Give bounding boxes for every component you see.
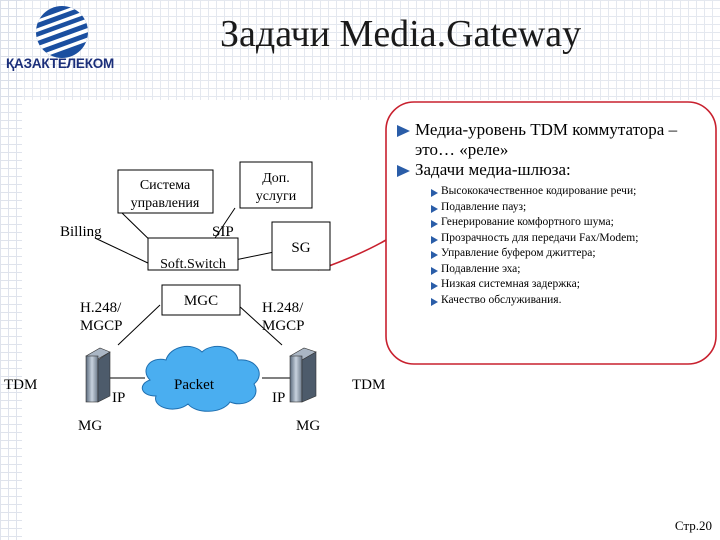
grid-strip: [0, 0, 22, 540]
kazakhtelecom-logo: [36, 6, 88, 58]
triangle-bullet-icon: [431, 235, 438, 244]
mgc-label: MGC: [184, 293, 218, 309]
packet-cloud-icon: [141, 345, 260, 412]
extra-services-label-2: услуги: [256, 189, 297, 204]
triangle-bullet-icon: [431, 297, 438, 306]
list-item: Высококачественное кодирование речи;: [431, 184, 715, 200]
triangle-bullet-icon: [431, 266, 438, 275]
page-number: Стр.20: [674, 518, 712, 533]
mg-left-server-icon: [85, 347, 111, 403]
arrow-bullet-icon: [397, 165, 410, 177]
list-item: Прозрачность для передачи Fax/Modem;: [431, 231, 715, 247]
extra-services-box: [239, 161, 313, 209]
list-item: Качество обслуживания.: [431, 293, 715, 309]
billing-label: Billing: [60, 224, 102, 240]
line-billing-softswitch: [94, 237, 151, 265]
header-band: [0, 0, 720, 100]
h248-right-label-2: MGCP: [262, 318, 305, 334]
list-item: Подавление эха;: [431, 262, 715, 278]
softswitch-label: Soft.Switch: [160, 257, 226, 272]
packet-label: Packet: [174, 377, 215, 393]
system-control-label-1: Система: [140, 178, 191, 193]
mg-left-label: MG: [78, 418, 102, 434]
h248-right-label-1: H.248/: [262, 300, 304, 316]
line-mgc-mg-right: [237, 304, 283, 346]
logo-text: ҚАЗАКТЕЛЕКОМ: [6, 56, 115, 71]
list-item: Подавление пауз;: [431, 200, 715, 216]
system-control-box: [117, 169, 214, 214]
triangle-bullet-icon: [431, 204, 438, 213]
h248-left-label-1: H.248/: [80, 300, 122, 316]
tdm-left-label: TDM: [4, 377, 37, 393]
mg-right-label: MG: [296, 418, 320, 434]
sip-label: SIP: [212, 224, 234, 240]
list-item: Управление буфером джиттера;: [431, 246, 715, 262]
tdm-right-label: TDM: [352, 377, 385, 393]
softswitch-box: [147, 237, 239, 271]
callout-item-2: Задачи медиа-шлюза:: [395, 160, 715, 180]
callout-item-1: Медиа-уровень TDM коммутатора – это… «ре…: [395, 120, 715, 160]
ip-right-label: IP: [272, 390, 285, 406]
triangle-bullet-icon: [431, 220, 438, 228]
arrow-bullet-icon: [397, 125, 410, 137]
callout-box: [385, 101, 717, 365]
media-gateway-tasks-list: Высококачественное кодирование речи; Под…: [431, 184, 715, 308]
ip-left-label: IP: [112, 390, 125, 406]
extra-services-label-1: Доп.: [262, 171, 290, 186]
list-item: Генерирование комфортного шума;: [431, 215, 715, 231]
triangle-bullet-icon: [431, 251, 438, 259]
h248-left-label-2: MGCP: [80, 318, 123, 334]
mgc-box: [161, 284, 241, 316]
page-title: Задачи Media.Gateway: [220, 13, 582, 55]
line-softswitch-sg: [234, 251, 275, 261]
triangle-bullet-icon: [431, 189, 438, 197]
mg-right-server-icon: [289, 347, 317, 403]
sg-label: SG: [291, 240, 310, 256]
line-mgc-mg-left: [117, 304, 161, 346]
system-control-label-2: управления: [131, 196, 200, 211]
sg-box: [271, 221, 331, 271]
callout-content: Медиа-уровень TDM коммутатора – это… «ре…: [395, 120, 715, 308]
triangle-bullet-icon: [431, 282, 438, 290]
list-item: Низкая системная задержка;: [431, 277, 715, 293]
